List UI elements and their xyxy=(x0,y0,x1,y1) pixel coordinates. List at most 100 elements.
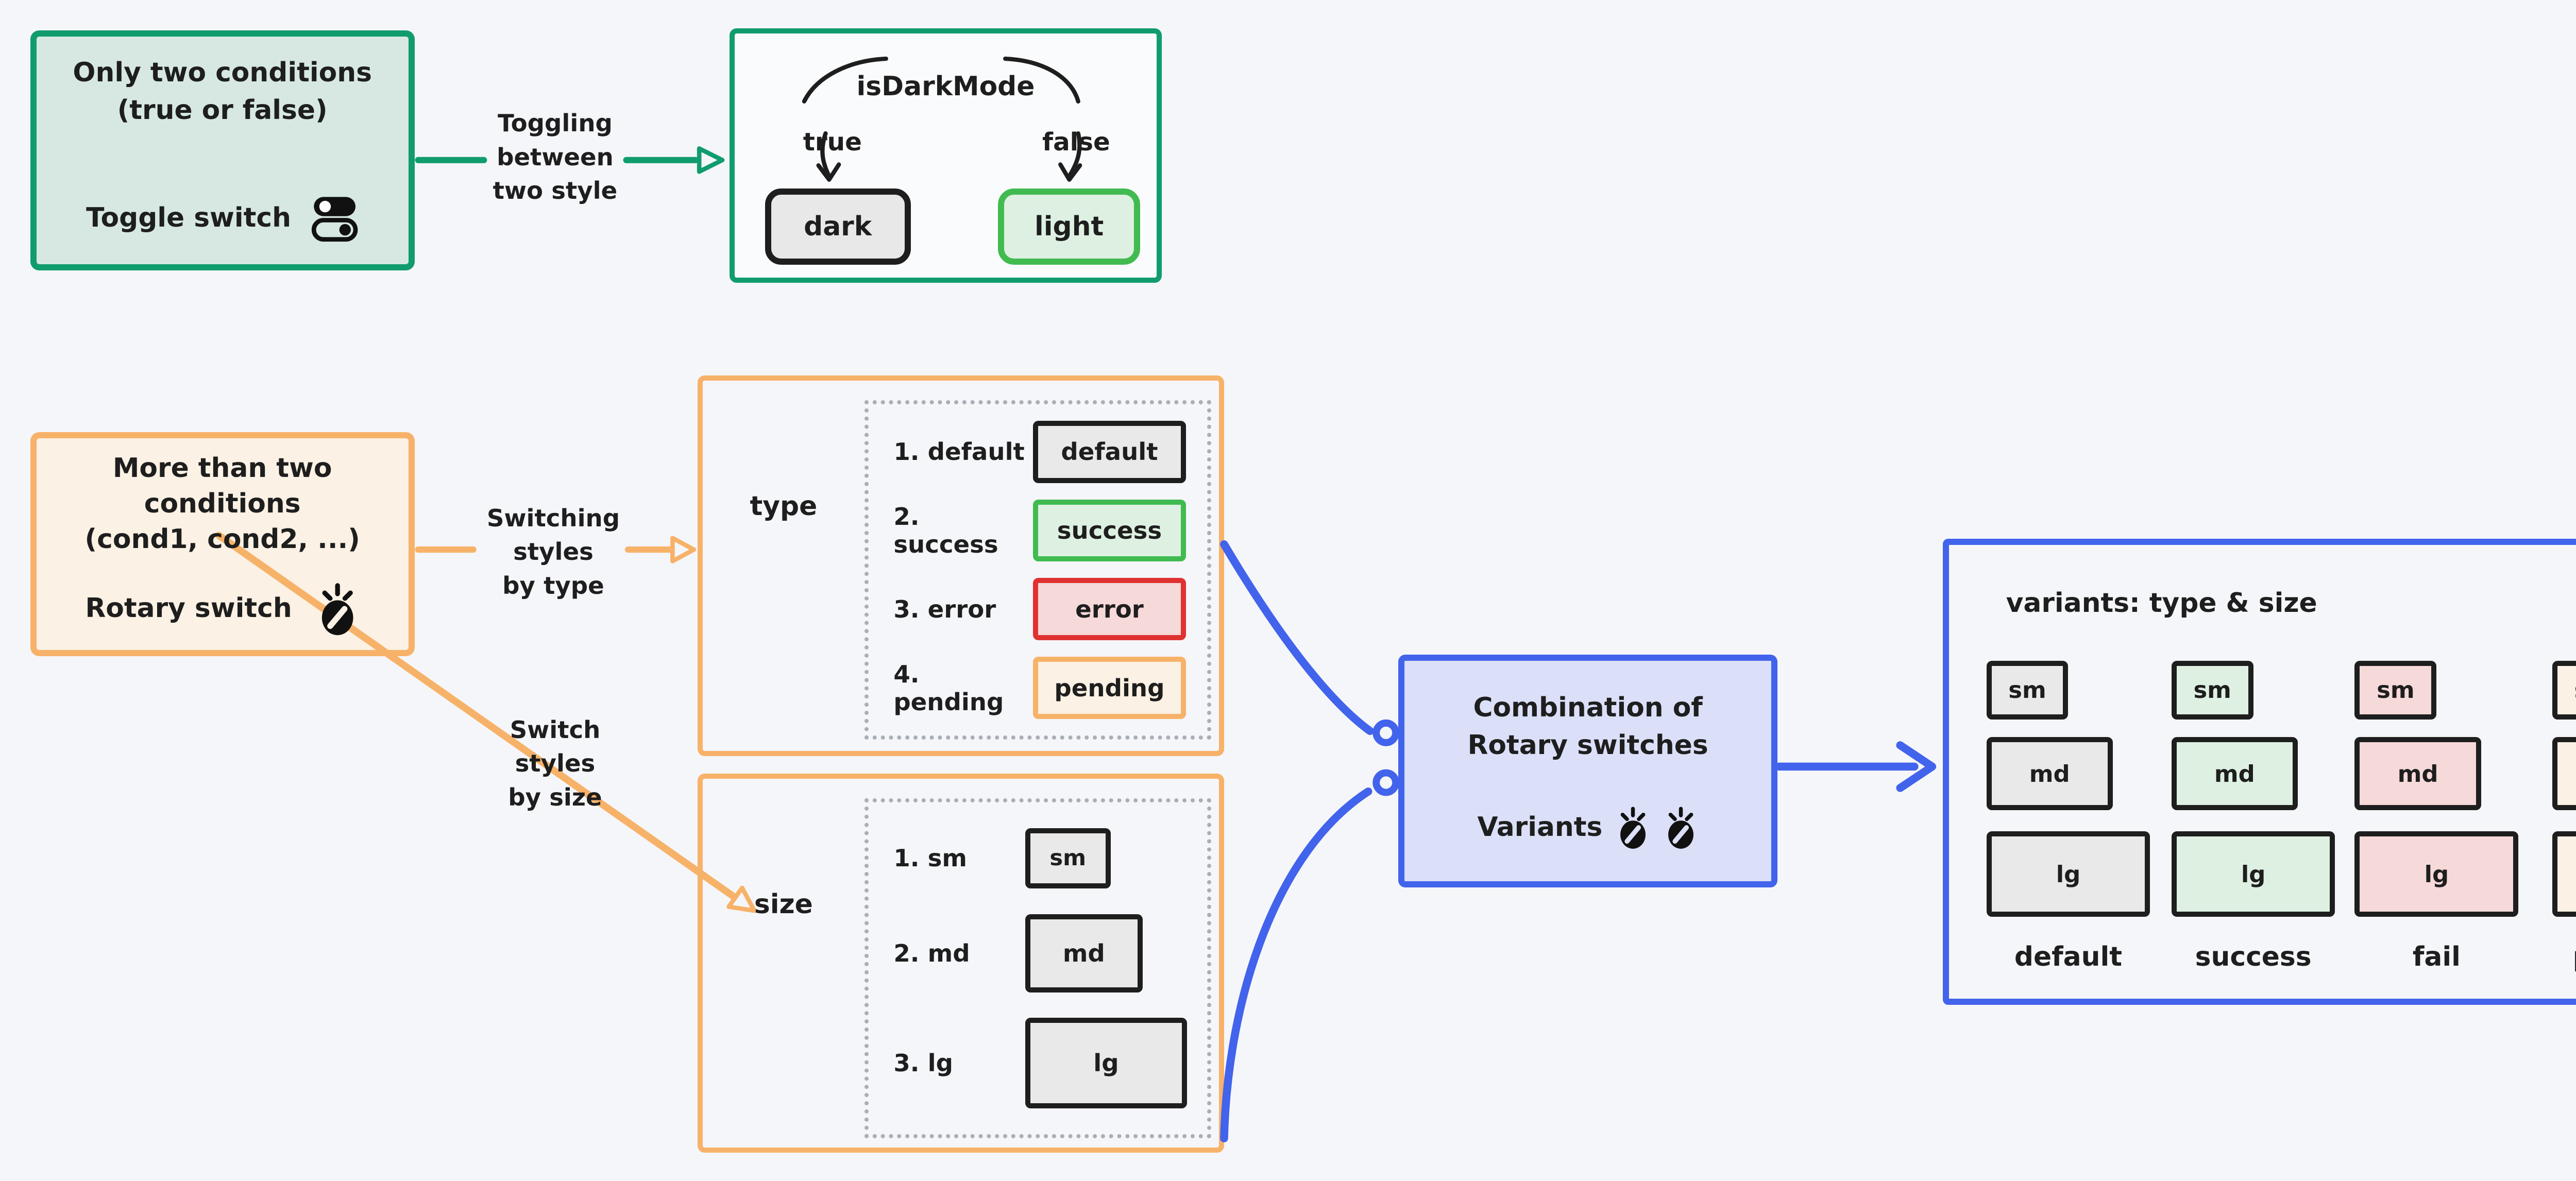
state-chip-light: light xyxy=(997,188,1141,265)
variant-chip: lg xyxy=(2171,831,2335,917)
switching-type-line3: by type xyxy=(502,572,604,600)
rotary-dial-icon xyxy=(321,583,353,635)
chip-text: sm xyxy=(2574,676,2576,704)
size-panel: size 1. sm sm 2. md md 3. lg lg xyxy=(697,774,1224,1153)
size-panel-label: size xyxy=(754,889,813,920)
chip-text: lg xyxy=(2424,860,2449,888)
variants-column-label: fail xyxy=(2412,942,2461,973)
chip-text: success xyxy=(1057,516,1162,544)
combination-text: Combination of Rotary switches xyxy=(1404,689,1771,764)
toggle-condition-line2: (true or false) xyxy=(117,94,328,126)
chip-text: error xyxy=(1075,595,1144,623)
variant-chip: md xyxy=(2354,737,2481,810)
chip-text: md xyxy=(2397,760,2438,788)
size-item-label: 1. sm xyxy=(893,844,967,872)
toggling-arrow-label-line3: two style xyxy=(493,177,618,205)
type-list: 1. default default 2. success success 3.… xyxy=(864,400,1212,740)
size-chip-md: md xyxy=(1025,914,1143,992)
variant-chip: lg xyxy=(2552,831,2576,917)
size-chip-sm: sm xyxy=(1025,828,1111,889)
switch-size-arrow-label: Switch styles by size xyxy=(484,713,626,815)
chip-text: default xyxy=(1061,438,1158,466)
chip-text: pending xyxy=(1054,674,1165,702)
connector-endpoint-circle xyxy=(1372,769,1400,796)
combination-to-variants-arrowhead xyxy=(1896,741,1937,792)
chip-text: md xyxy=(1062,939,1105,967)
variant-chip: md xyxy=(2171,737,2298,810)
type-arrowhead xyxy=(670,536,697,563)
connector-endpoint-circle xyxy=(1372,719,1400,746)
list-item: 4. pending pending xyxy=(869,657,1207,720)
variants-column-default: sm md lg default xyxy=(1986,660,2150,973)
size-to-combination-curve xyxy=(1220,787,1372,1142)
rotary-condition-line3: (cond1, cond2, ...) xyxy=(84,524,360,555)
type-panel: type 1. default default 2. success succe… xyxy=(697,375,1224,756)
chip-text: sm xyxy=(2008,676,2046,704)
chip-text: sm xyxy=(1049,845,1087,871)
switch-size-line3: by size xyxy=(508,783,602,812)
variants-label: Variants xyxy=(1477,811,1603,843)
list-item: 3. lg lg xyxy=(869,1018,1207,1109)
chip-text: sm xyxy=(2377,676,2415,704)
variant-chip: sm xyxy=(1986,660,2069,720)
green-arrowhead xyxy=(697,146,725,174)
chip-text: lg xyxy=(2241,860,2266,888)
rotary-dial-icon xyxy=(1620,807,1646,849)
type-chip-success: success xyxy=(1032,499,1186,562)
list-item: 1. sm sm xyxy=(869,828,1207,889)
list-item: 1. default default xyxy=(869,420,1207,483)
toggling-arrow-label-line2: between xyxy=(497,143,614,171)
switching-type-line1: Switching xyxy=(486,504,620,532)
type-chip-default: default xyxy=(1032,420,1186,483)
toggling-arrow-label: Toggling between two style xyxy=(484,107,626,208)
rotary-condition-text: More than two conditions (cond1, cond2, … xyxy=(37,451,409,557)
type-panel-label: type xyxy=(750,490,818,522)
variant-chip: lg xyxy=(1986,831,2150,917)
rotary-condition-line2: conditions xyxy=(144,488,301,520)
switch-size-line2: styles xyxy=(515,749,596,778)
variants-column-pending: sm md lg pending xyxy=(2552,660,2576,972)
state-chip-dark: dark xyxy=(765,188,911,265)
type-item-label: 3. error xyxy=(893,595,996,623)
toggle-condition-line1: Only two conditions xyxy=(73,57,372,89)
variant-chip: sm xyxy=(2552,660,2576,720)
list-item: 2. success success xyxy=(869,499,1207,562)
toggle-switch-icon xyxy=(311,197,358,242)
size-list: 1. sm sm 2. md md 3. lg lg xyxy=(864,798,1212,1138)
combination-line1: Combination of xyxy=(1473,692,1703,724)
list-item: 2. md md xyxy=(869,914,1207,992)
false-label: false xyxy=(1042,128,1110,157)
light-chip-label: light xyxy=(1035,211,1104,242)
switch-size-line1: Switch xyxy=(510,715,601,744)
switching-type-line2: styles xyxy=(513,538,594,566)
variant-chip: sm xyxy=(2171,660,2253,720)
type-item-label: 2. success xyxy=(893,502,998,558)
size-item-label: 3. lg xyxy=(893,1049,954,1077)
size-chip-lg: lg xyxy=(1025,1018,1188,1109)
type-to-combination-curve xyxy=(1220,540,1374,735)
chip-text: md xyxy=(2214,760,2255,788)
variants-column-label: default xyxy=(2014,942,2123,973)
true-label: true xyxy=(803,128,862,157)
isdarkmode-title: isDarkMode xyxy=(856,71,1035,102)
type-item-label: 1. default xyxy=(893,438,1025,466)
variant-chip: md xyxy=(1986,737,2113,810)
rotary-condition-box: More than two conditions (cond1, cond2, … xyxy=(30,432,415,657)
switching-type-arrow-label: Switching styles by type xyxy=(480,502,626,603)
isdarkmode-box: isDarkMode true false dark light xyxy=(729,28,1162,283)
toggling-arrow-label-line1: Toggling xyxy=(498,109,613,138)
dark-chip-label: dark xyxy=(804,211,872,242)
variants-title: variants: type & size xyxy=(2006,588,2317,619)
chip-text: md xyxy=(2029,760,2070,788)
variant-chip: md xyxy=(2552,737,2576,810)
combination-box: Combination of Rotary switches Variants xyxy=(1398,654,1777,888)
variants-column-fail: sm md lg fail xyxy=(2354,660,2519,973)
variant-chip: lg xyxy=(2354,831,2519,917)
type-chip-error: error xyxy=(1032,578,1186,641)
variants-column-label: pending xyxy=(2552,942,2576,972)
chip-text: sm xyxy=(2193,676,2231,704)
variants-panel: variants: type & size sm md lg default s… xyxy=(1943,539,2576,1005)
variant-chip: sm xyxy=(2354,660,2437,720)
list-item: 3. error error xyxy=(869,578,1207,641)
